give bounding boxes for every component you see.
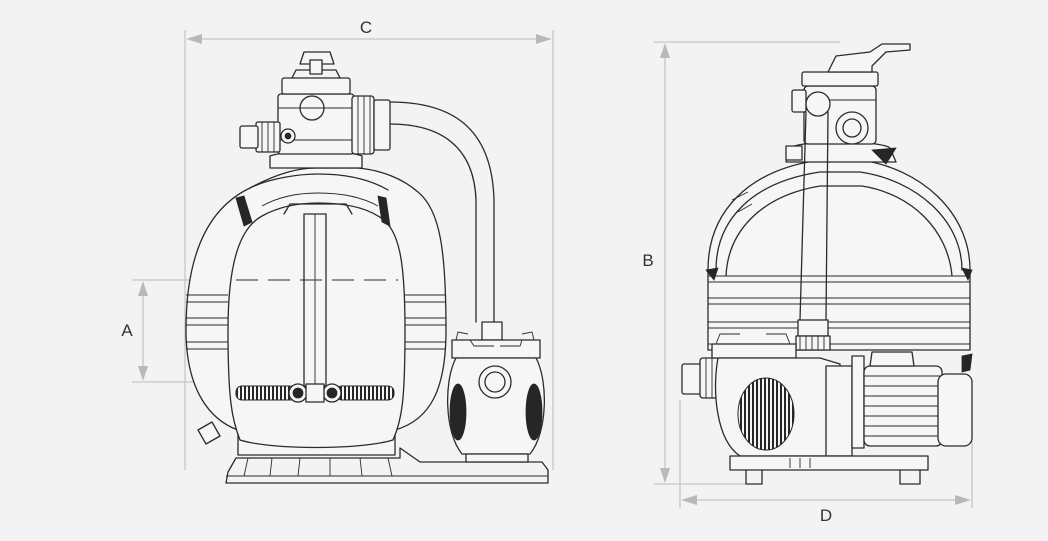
- filter-base: [225, 447, 549, 484]
- dimension-d: D: [679, 400, 973, 525]
- side-tank: [705, 159, 973, 351]
- lateral-collector: [235, 383, 395, 403]
- dimension-b: B: [642, 41, 840, 485]
- side-pipe: [795, 111, 831, 351]
- dimension-label-c: C: [360, 18, 372, 37]
- front-view: [185, 51, 549, 484]
- side-pump: [681, 333, 973, 485]
- filter-tank: [185, 167, 447, 456]
- dimension-label-b: B: [642, 251, 653, 270]
- pump-front: [446, 331, 546, 463]
- multiport-valve: [239, 51, 391, 169]
- dimension-c: C: [184, 18, 554, 470]
- dimension-label-a: A: [121, 321, 133, 340]
- side-view: [681, 43, 973, 485]
- connecting-hose: [389, 101, 503, 341]
- side-valve: [785, 43, 911, 165]
- dimension-label-d: D: [820, 506, 832, 525]
